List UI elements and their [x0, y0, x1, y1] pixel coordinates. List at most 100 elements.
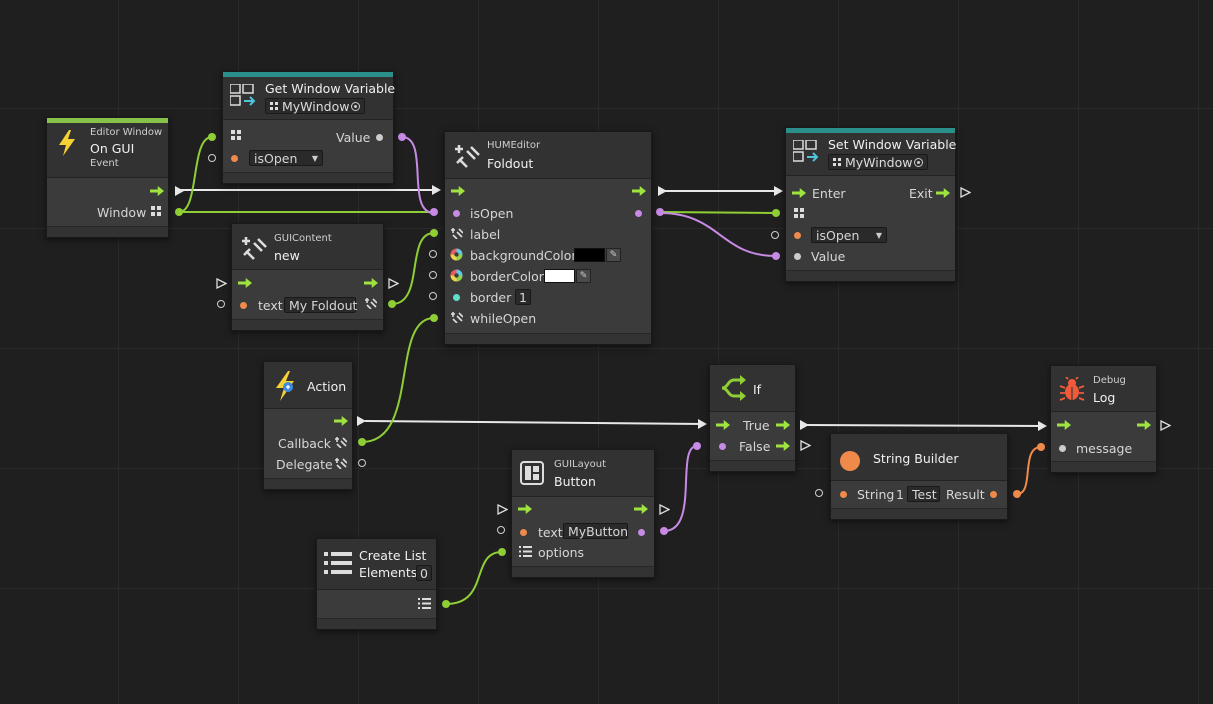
flow-wire-if-log[interactable] [804, 424, 1045, 427]
control-output-port[interactable] [364, 278, 378, 288]
control-input-port[interactable] [1057, 420, 1071, 430]
unconnected-port[interactable] [429, 292, 437, 300]
wire-content-label[interactable] [391, 232, 435, 305]
flow-out-open-triangle[interactable] [800, 440, 811, 451]
control-output-port[interactable] [1137, 420, 1151, 430]
text-input-port[interactable] [240, 302, 247, 309]
flow-out-open-triangle[interactable] [659, 504, 670, 515]
condition-input-port[interactable] [719, 443, 726, 450]
node-subtitle: Event [90, 158, 119, 169]
control-output-port[interactable] [632, 186, 646, 196]
isopen-input-port[interactable] [453, 210, 460, 217]
flow-out-open-triangle[interactable] [960, 187, 971, 198]
wire-callback-whileopen[interactable] [361, 317, 435, 443]
border-color-swatch[interactable] [544, 269, 575, 283]
wire-list-options[interactable] [445, 551, 503, 605]
control-input-port[interactable] [518, 504, 532, 514]
unconnected-port[interactable] [815, 489, 823, 497]
node-action[interactable]: Action Callback Delegate [263, 361, 353, 490]
node-guicontent-new[interactable]: GUIContent new text My Foldout [231, 223, 384, 331]
list-icon [519, 546, 532, 557]
wire-getvalue-isopen[interactable] [401, 136, 435, 214]
elements-label: Elements [359, 565, 418, 580]
string-value-field[interactable]: Test [907, 486, 940, 502]
unconnected-port[interactable] [497, 526, 505, 534]
wire-foldout-setvar-window[interactable] [659, 211, 777, 214]
control-output-port[interactable] [634, 504, 648, 514]
text-value-field[interactable]: My Foldout [284, 297, 357, 313]
node-create-list[interactable]: Create List Elements 0 [316, 538, 437, 630]
delegate-type-icon [451, 312, 463, 323]
control-input-port[interactable] [451, 186, 465, 196]
value-input-port[interactable] [794, 253, 801, 260]
unconnected-port[interactable] [208, 154, 216, 162]
variable-bar [786, 128, 955, 133]
control-input-port[interactable] [238, 278, 252, 288]
unconnected-port[interactable] [771, 231, 779, 239]
string-input-port[interactable] [840, 491, 847, 498]
flow-wire-action-if[interactable] [364, 420, 705, 425]
flow-in-open-triangle[interactable] [216, 278, 227, 289]
variable-name-dropdown[interactable]: isOpen [249, 150, 323, 167]
control-output-port[interactable] [936, 188, 950, 198]
control-output-port[interactable] [150, 186, 164, 196]
background-color-swatch[interactable] [574, 248, 605, 262]
node-title: Set Window Variable [828, 137, 957, 152]
control-input-port[interactable] [716, 420, 730, 430]
flow-out-arrow[interactable] [357, 416, 366, 426]
isopen-output-port[interactable] [635, 210, 642, 217]
action-icon [276, 371, 294, 401]
node-debug-log[interactable]: Debug Log message [1050, 365, 1157, 473]
unconnected-port[interactable] [429, 271, 437, 279]
flow-out-arrow[interactable] [800, 420, 809, 430]
node-get-window-variable[interactable]: Get Window Variable MyWindow Value isOpe… [222, 71, 395, 184]
flow-out-arrow[interactable] [658, 186, 667, 196]
node-hum-foldout[interactable]: HUMEditor Foldout isOpen label backgroun… [444, 131, 652, 345]
wire-result-message[interactable] [1016, 446, 1042, 495]
text-input-port[interactable] [520, 529, 527, 536]
unconnected-port[interactable] [217, 300, 225, 308]
node-guilayout-button[interactable]: GUILayout Button text MyButton options [511, 449, 655, 578]
elements-count-field[interactable]: 0 [416, 565, 432, 581]
value-output-port[interactable] [376, 134, 383, 141]
editor-icon [455, 145, 480, 168]
true-output-port[interactable] [776, 420, 790, 430]
unconnected-port[interactable] [429, 250, 437, 258]
control-output-port[interactable] [334, 416, 348, 426]
name-input-port[interactable] [231, 155, 238, 162]
node-on-gui[interactable]: Editor Window On GUI Event Window [46, 117, 169, 238]
variable-scope-chip[interactable]: MyWindow [828, 154, 928, 170]
wire-window-getvar[interactable] [178, 136, 213, 213]
variable-name-dropdown[interactable]: isOpen [811, 227, 887, 244]
layout-icon [520, 461, 544, 485]
button-output-port[interactable] [638, 529, 645, 536]
target-icon[interactable] [914, 158, 923, 167]
node-string-builder[interactable]: String Builder String 1 Test Result [830, 433, 1008, 520]
flow-out-arrow[interactable] [175, 186, 184, 196]
name-input-port[interactable] [794, 232, 801, 239]
control-input-port[interactable] [792, 188, 806, 198]
false-output-port[interactable] [776, 441, 790, 451]
flow-out-open-triangle[interactable] [388, 278, 399, 289]
text-value-field[interactable]: MyButton [563, 523, 628, 539]
wire-isopen-setvalue[interactable] [659, 212, 777, 257]
wire-button-false[interactable] [663, 445, 698, 532]
border-value-field[interactable]: 1 [515, 289, 531, 305]
flow-out-open-triangle[interactable] [1160, 420, 1171, 431]
unconnected-port[interactable] [358, 459, 366, 467]
variable-scope-chip[interactable]: MyWindow [265, 98, 365, 114]
result-output-port[interactable] [990, 491, 997, 498]
port-label-enter: Enter [812, 186, 846, 201]
eyedropper-icon[interactable]: ✎ [576, 269, 591, 283]
target-icon[interactable] [351, 102, 360, 111]
message-input-port[interactable] [1059, 445, 1066, 452]
eyedropper-icon[interactable]: ✎ [606, 248, 621, 262]
port-label-callback: Callback [278, 436, 332, 451]
node-if[interactable]: If True False [709, 364, 796, 472]
node-title: new [274, 248, 300, 263]
node-set-window-variable[interactable]: Set Window Variable MyWindow Enter Exit … [785, 127, 956, 282]
border-input-port[interactable] [453, 294, 460, 301]
port-label-exit: Exit [909, 186, 933, 201]
flow-in-open-triangle[interactable] [497, 504, 508, 515]
color-wheel-icon [450, 269, 463, 282]
